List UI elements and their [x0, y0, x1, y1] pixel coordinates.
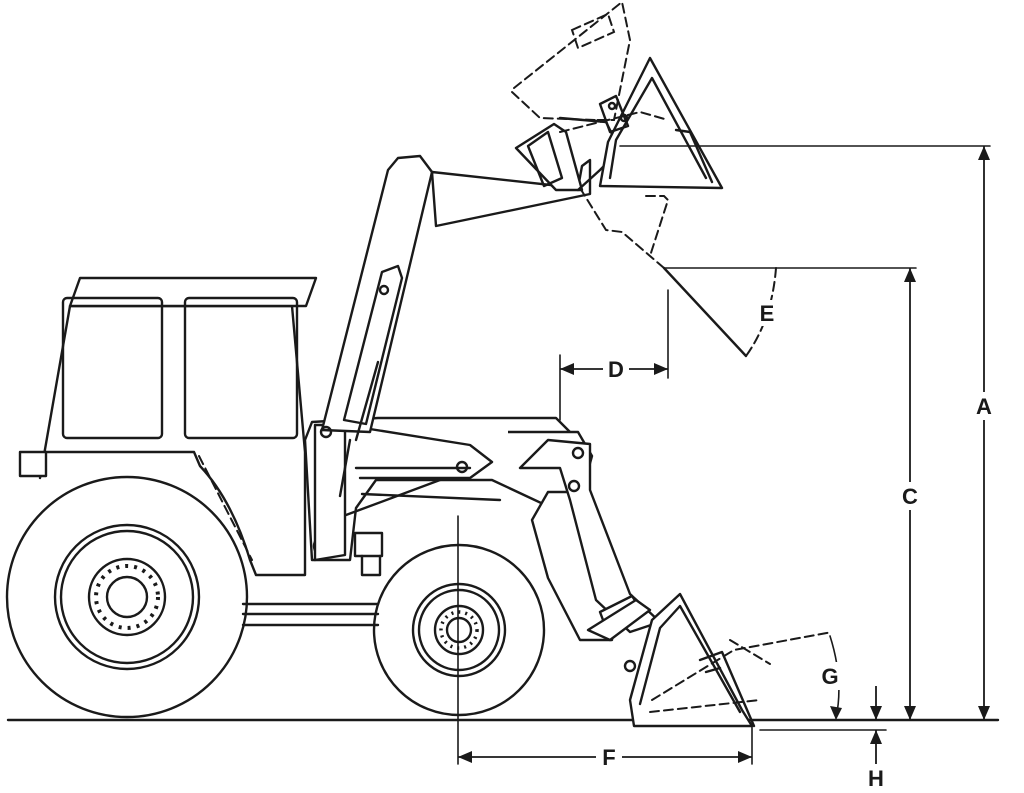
label-g: G	[821, 664, 838, 689]
front-wheel	[372, 543, 546, 717]
loader-arm-lowered	[455, 430, 662, 673]
dimension-labels: A C D E F G H	[596, 300, 996, 791]
label-c: C	[902, 484, 918, 509]
label-a: A	[976, 394, 992, 419]
label-d: D	[608, 357, 624, 382]
cab-body	[38, 304, 307, 577]
bucket-lowered	[628, 592, 833, 728]
loader-arm-raised	[319, 116, 622, 498]
lift-cylinder	[342, 264, 404, 426]
rear-hitch	[18, 450, 48, 478]
rear-wheel	[5, 475, 249, 719]
tractor	[5, 276, 586, 719]
bucket-raised	[598, 56, 724, 190]
door-window	[183, 296, 299, 440]
cab-roof	[68, 276, 318, 308]
label-f: F	[602, 745, 615, 770]
bucket-raised-shell	[598, 56, 724, 190]
rear-window	[61, 296, 164, 440]
label-e: E	[760, 301, 775, 326]
label-h: H	[868, 766, 884, 791]
